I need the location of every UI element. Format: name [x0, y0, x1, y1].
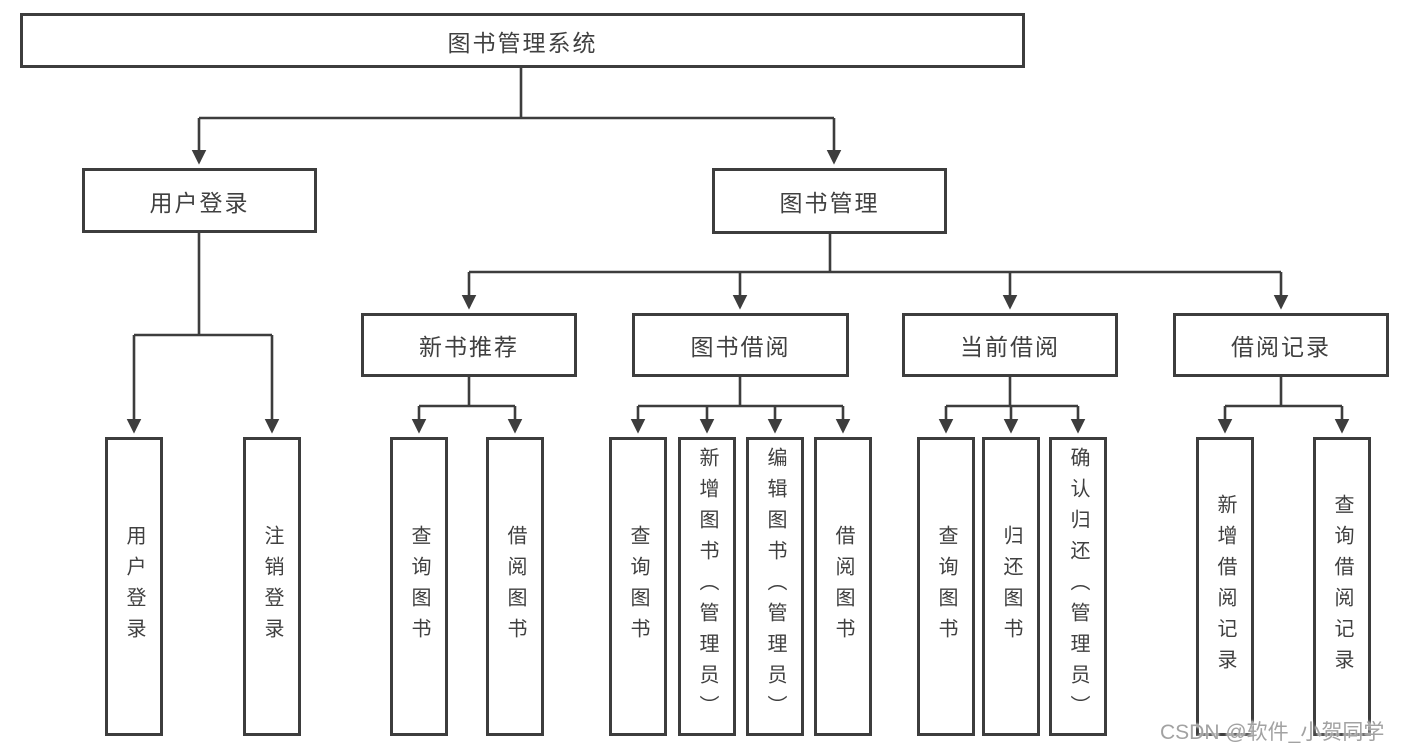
edge-borrow-records-children [1217, 377, 1350, 434]
node-borrow-records: 借阅记录 [1173, 313, 1389, 377]
leaf-borrow-books: 借阅图书 [814, 437, 872, 736]
edge-root-to-level2 [191, 68, 842, 165]
leaf-logout: 注销登录 [243, 437, 301, 736]
leaf-add-books-admin-label: 新增图书（管理员） [696, 447, 718, 726]
leaf-borrow-books-label: 借阅图书 [832, 524, 854, 649]
node-new-book-recommend-label: 新书推荐 [419, 334, 519, 360]
leaf-return-books-label: 归还图书 [1000, 524, 1022, 649]
leaf-query-books: 查询图书 [390, 437, 448, 736]
leaf-query-borrow-record-label: 查询借阅记录 [1331, 493, 1353, 680]
node-borrow-records-label: 借阅记录 [1231, 334, 1331, 360]
node-root-label: 图书管理系统 [447, 29, 598, 56]
leaf-edit-books-admin-label: 编辑图书（管理员） [764, 447, 786, 726]
leaf-confirm-return-admin-label: 确认归还（管理员） [1067, 447, 1089, 726]
csdn-watermark: CSDN @软件_小贺同学 [1160, 721, 1385, 744]
edge-user-login-children [126, 233, 280, 434]
leaf-return-books: 归还图书 [982, 437, 1040, 736]
leaf-query-borrow-record: 查询借阅记录 [1313, 437, 1371, 736]
leaf-add-borrow-record: 新增借阅记录 [1196, 437, 1254, 736]
node-root-system: 图书管理系统 [20, 13, 1025, 68]
leaf-user-login-label: 用户登录 [123, 524, 145, 649]
leaf-add-books-admin: 新增图书（管理员） [678, 437, 736, 736]
node-user-login: 用户登录 [82, 168, 317, 233]
leaf-edit-books-admin: 编辑图书（管理员） [746, 437, 804, 736]
edge-book-mgmt-children [461, 234, 1289, 310]
leaf-borrow-books: 借阅图书 [486, 437, 544, 736]
leaf-add-borrow-record-label: 新增借阅记录 [1214, 493, 1236, 680]
leaf-borrow-books-label: 借阅图书 [504, 524, 526, 649]
leaf-query-books-label: 查询图书 [935, 524, 957, 649]
node-user-login-label: 用户登录 [149, 189, 250, 216]
node-book-management-label: 图书管理 [779, 190, 880, 216]
edge-current-borrow-children [938, 377, 1086, 434]
leaf-query-books-label: 查询图书 [627, 524, 649, 649]
edge-new-rec-children [411, 377, 523, 434]
leaf-query-books-label: 查询图书 [408, 524, 430, 649]
leaf-logout-label: 注销登录 [261, 524, 283, 649]
leaf-user-login: 用户登录 [105, 437, 163, 736]
node-current-borrowing: 当前借阅 [902, 313, 1118, 377]
node-book-borrowing: 图书借阅 [632, 313, 849, 377]
leaf-confirm-return-admin: 确认归还（管理员） [1049, 437, 1107, 736]
node-new-book-recommend: 新书推荐 [361, 313, 577, 377]
leaf-query-books: 查询图书 [917, 437, 975, 736]
node-book-borrowing-label: 图书借阅 [690, 334, 791, 360]
node-current-borrowing-label: 当前借阅 [960, 334, 1060, 360]
edge-book-borrow-children [630, 377, 851, 434]
leaf-query-books: 查询图书 [609, 437, 667, 736]
node-book-management: 图书管理 [712, 168, 947, 234]
